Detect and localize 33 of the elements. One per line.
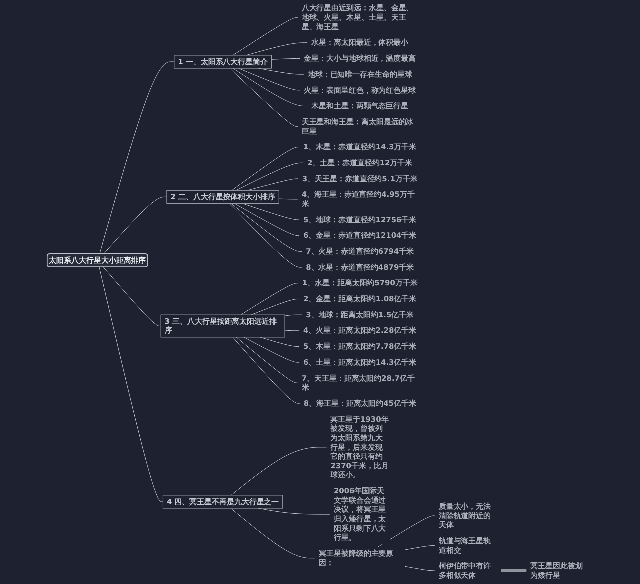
connector [231, 447, 328, 496]
connector [232, 68, 308, 106]
connector [500, 570, 528, 572]
connector [232, 337, 300, 404]
connector [238, 68, 301, 91]
connector [284, 330, 300, 332]
connector [231, 203, 303, 252]
connector [232, 17, 298, 56]
connector [404, 566, 436, 572]
connector [240, 283, 299, 316]
connector [260, 337, 300, 347]
connector [99, 267, 164, 502]
connector [278, 198, 298, 200]
connector [230, 508, 316, 559]
connector [251, 299, 300, 316]
connector [236, 337, 298, 384]
connector [234, 203, 300, 236]
connector [244, 337, 300, 363]
connector [104, 196, 168, 254]
connector [246, 42, 308, 56]
connector [236, 162, 304, 191]
connector [229, 203, 303, 268]
connector [103, 267, 162, 326]
connector [242, 203, 300, 220]
connector [271, 58, 301, 60]
connector [378, 516, 436, 548]
connector [232, 147, 300, 191]
connector [247, 178, 299, 191]
connector [230, 68, 298, 127]
connector [258, 508, 330, 515]
connector [284, 314, 303, 316]
connector [100, 62, 175, 254]
connector [404, 546, 436, 550]
